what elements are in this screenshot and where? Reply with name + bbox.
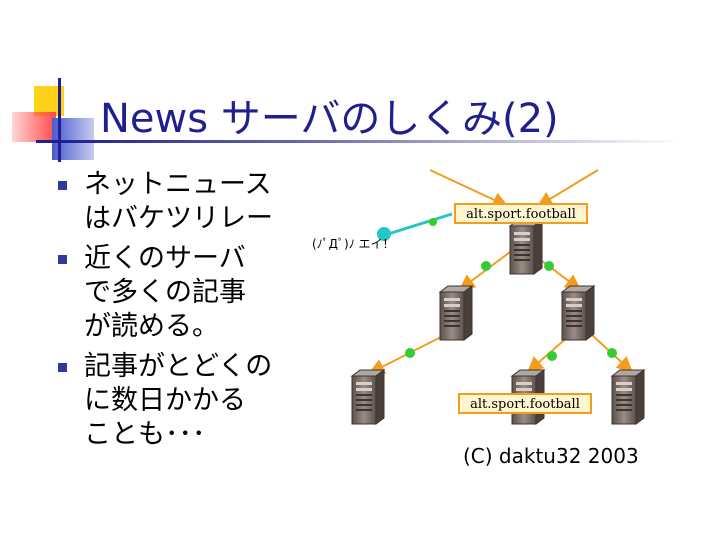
sender-shout: (ﾉﾟДﾟ)ﾉ エイ！ (312, 237, 395, 251)
server-icon (351, 369, 385, 425)
incoming-arrow (536, 169, 599, 208)
bullet-line: 記事がとどくの (84, 351, 273, 382)
vertical-rule (58, 78, 61, 162)
horizontal-rule (36, 140, 66, 143)
packet-dot (429, 218, 437, 226)
bullet-line: に数日かかる (84, 385, 246, 416)
packet-dot (547, 351, 557, 361)
corner-decoration (0, 0, 110, 170)
bullet-item: 近くのサーバ で多くの記事 が読める。 (54, 242, 304, 344)
bullet-line: が読める。 (84, 311, 219, 342)
copyright-credit: (C) daktu32 2003 (463, 444, 639, 468)
bullet-line: ことも･･･ (84, 419, 206, 450)
sender-arrow (387, 212, 453, 236)
bullet-square-icon (58, 255, 67, 264)
server-icon (509, 219, 543, 275)
bullet-list: ネットニュース はバケツリレー 近くのサーバ で多くの記事 が読める。 記事がと… (54, 168, 304, 458)
packet-dot (481, 261, 491, 271)
server-icon (439, 285, 473, 341)
packet-dot (607, 348, 617, 358)
group-label-box (454, 203, 588, 224)
bullet-square-icon (58, 181, 67, 190)
packet-dot (405, 348, 415, 358)
bullet-item: 記事がとどくの に数日かかる ことも･･･ (54, 350, 304, 452)
slide-title: News サーバのしくみ(2) (100, 96, 559, 142)
bullet-line: はバケツリレー (84, 203, 273, 234)
bullet-line: 近くのサーバ (84, 243, 246, 274)
bullet-line: で多くの記事 (84, 277, 246, 308)
bullet-item: ネットニュース はバケツリレー (54, 168, 304, 236)
incoming-arrow (429, 169, 509, 208)
server-icon (611, 369, 645, 425)
group-label: alt.sport.football (470, 397, 580, 412)
bullet-line: ネットニュース (84, 169, 272, 200)
packet-dot (544, 261, 554, 271)
bullet-square-icon (58, 363, 67, 372)
group-label-box (458, 393, 592, 414)
server-icon (561, 285, 595, 341)
sender-node (377, 227, 391, 241)
title-underline (62, 140, 682, 143)
red-square (12, 112, 56, 142)
group-label: alt.sport.football (466, 207, 576, 222)
